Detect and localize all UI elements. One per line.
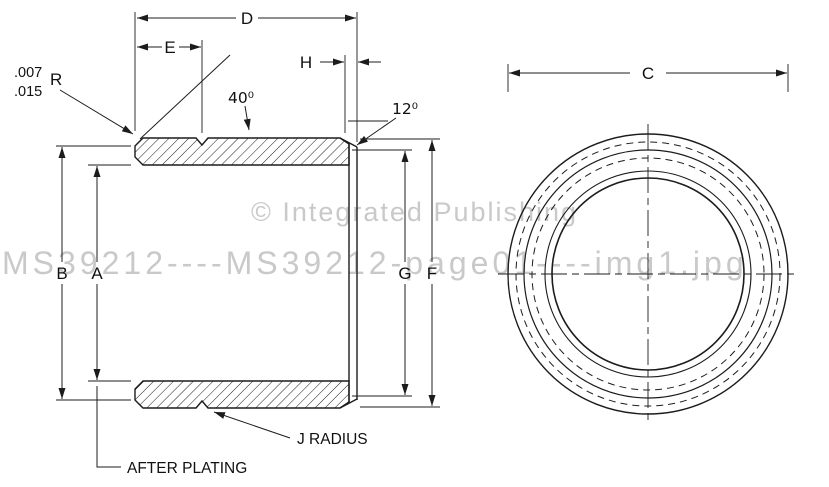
dim-label-b: B — [56, 264, 67, 283]
dim-label-h: H — [300, 53, 312, 72]
extension-lines — [56, 12, 789, 408]
j-radius-leader — [213, 411, 291, 439]
radius-value-min: .015 — [14, 84, 42, 100]
corner-radius-leader — [59, 89, 134, 135]
section-lower-wall — [134, 380, 350, 409]
section-right-lip — [339, 137, 358, 409]
radius-value-max: .007 — [14, 65, 42, 81]
bushing-section-view — [134, 137, 358, 409]
chamfer-angle-callout — [139, 54, 251, 140]
after-plating-leader — [96, 386, 121, 468]
dim-label-a: A — [91, 264, 103, 283]
bushing-end-view — [498, 124, 798, 424]
radius-symbol: R — [50, 70, 62, 89]
j-radius-note: J RADIUS — [297, 431, 368, 448]
dim-label-d: D — [241, 9, 253, 28]
section-upper-wall — [134, 137, 350, 166]
dim-label-e: E — [164, 38, 175, 57]
dim-label-f: F — [427, 264, 437, 283]
dim-label-g: G — [398, 264, 411, 283]
taper-angle-callout — [348, 117, 397, 146]
dim-label-c: C — [642, 64, 654, 83]
taper-angle-label: 12⁰ — [392, 100, 418, 118]
chamfer-angle-label: 40⁰ — [228, 89, 254, 107]
after-plating-note: AFTER PLATING — [127, 460, 247, 477]
